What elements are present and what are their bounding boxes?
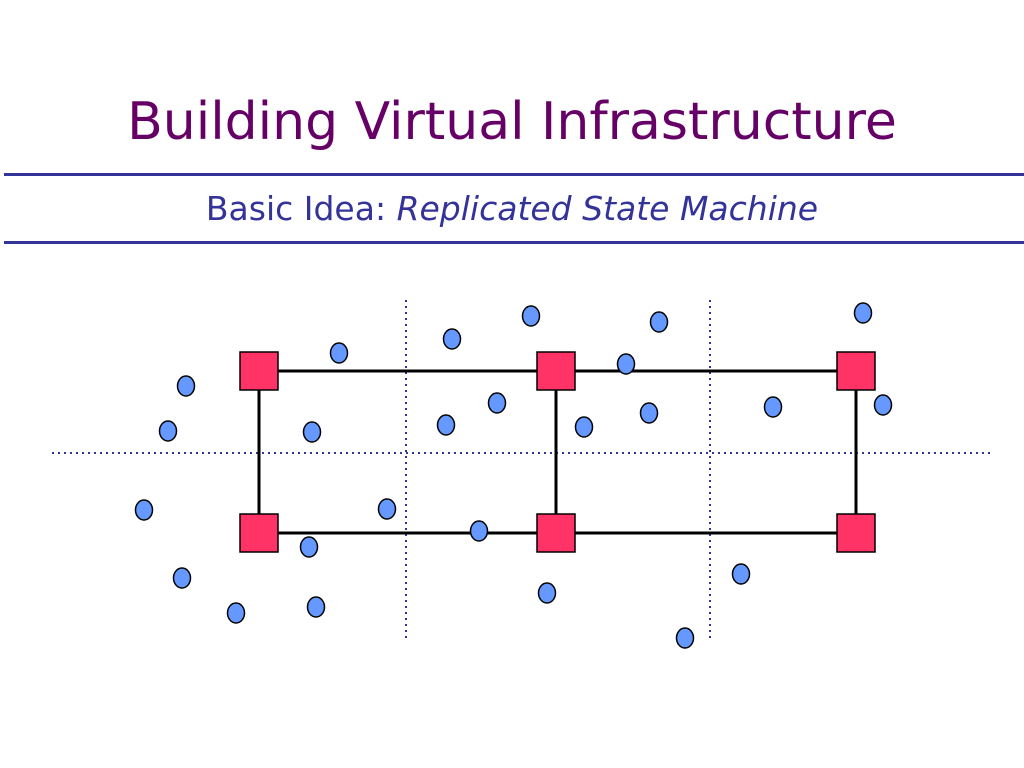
point — [574, 416, 594, 438]
point — [487, 392, 507, 414]
state-machine-node — [239, 513, 279, 553]
point — [521, 305, 541, 327]
point — [329, 342, 349, 364]
point — [616, 353, 636, 375]
state-machine-node — [836, 513, 876, 553]
subtitle-emphasis: Replicated State Machine — [396, 189, 819, 228]
state-machine-node — [536, 513, 576, 553]
point — [172, 567, 192, 589]
title-rule-top — [4, 173, 1024, 176]
point — [226, 602, 246, 624]
point — [302, 421, 322, 443]
point — [537, 582, 557, 604]
point — [731, 563, 751, 585]
point — [377, 498, 397, 520]
point — [436, 414, 456, 436]
point — [134, 499, 154, 521]
state-machine-nodes — [239, 351, 876, 553]
node-connections — [257, 369, 858, 535]
point — [158, 420, 178, 442]
point — [442, 328, 462, 350]
title-rule-bottom — [4, 241, 1024, 244]
subtitle-prefix: Basic Idea: — [205, 189, 397, 228]
scattered-points — [134, 302, 893, 649]
state-machine-node — [239, 351, 279, 391]
point — [306, 596, 326, 618]
point — [649, 311, 669, 333]
state-machine-node — [836, 351, 876, 391]
point — [176, 375, 196, 397]
state-machine-node — [536, 351, 576, 391]
point — [469, 520, 489, 542]
slide-subtitle: Basic Idea: Replicated State Machine — [0, 186, 1024, 232]
point — [853, 302, 873, 324]
slide-title: Building Virtual Infrastructure — [127, 92, 897, 152]
point — [873, 394, 893, 416]
region-dividers — [52, 300, 990, 642]
point — [763, 396, 783, 418]
point — [299, 536, 319, 558]
point — [675, 627, 695, 649]
point — [639, 402, 659, 424]
